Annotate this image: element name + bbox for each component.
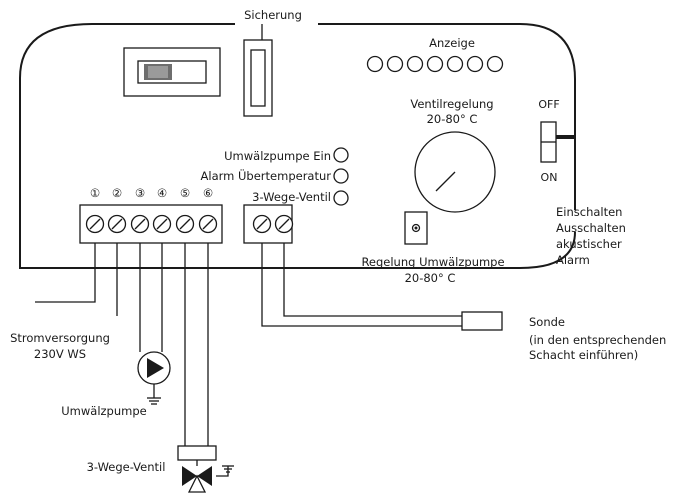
power-switch[interactable]	[540, 121, 576, 163]
pump-control-range: 20-80° C	[405, 271, 456, 285]
terminal-number-4: ④	[157, 186, 167, 200]
probe-terminal-block	[243, 204, 294, 244]
pump-on-led	[333, 147, 349, 163]
valve-control-dial[interactable]	[414, 131, 496, 213]
switch-desc-2: Ausschalten	[556, 221, 626, 235]
fuse-holder	[243, 39, 273, 117]
three-way-valve-symbol	[177, 445, 234, 493]
switch-off-label: OFF	[538, 98, 559, 111]
three-way-valve-led-label: 3-Wege-Ventil	[252, 190, 331, 204]
display-led	[386, 55, 404, 73]
switch-on-label: ON	[541, 171, 558, 184]
terminal-screw	[274, 214, 294, 234]
display-led	[426, 55, 444, 73]
probe-sensor	[461, 311, 503, 331]
fuse-label: Sicherung	[244, 8, 302, 22]
terminal-screw	[107, 214, 127, 234]
valve-control-label: Ventilregelung	[410, 97, 493, 111]
switch-desc-1: Einschalten	[556, 205, 622, 219]
valve-control-range: 20-80° C	[427, 112, 478, 126]
display-label: Anzeige	[429, 36, 475, 50]
pump-symbol	[137, 351, 171, 385]
indicator-window	[123, 47, 221, 97]
terminal-screw	[252, 214, 272, 234]
main-terminal-block	[79, 204, 223, 244]
terminal-screw	[85, 214, 105, 234]
pump-control-label: Regelung Umwälzpumpe	[361, 255, 504, 269]
terminal-number-2: ②	[112, 186, 122, 200]
display-led	[466, 55, 484, 73]
switch-desc-3: akustischer	[556, 237, 622, 251]
display-leds	[366, 55, 504, 73]
probe-note-2: Schacht einführen)	[529, 348, 638, 362]
wiring	[35, 243, 462, 446]
display-led	[446, 55, 464, 73]
terminal-screw	[175, 214, 195, 234]
pump-on-label: Umwälzpumpe Ein	[224, 149, 331, 163]
power-supply-voltage: 230V WS	[34, 347, 86, 361]
control-unit-housing	[19, 23, 576, 269]
probe-note-1: (in den entsprechenden	[529, 333, 666, 347]
terminal-number-3: ③	[135, 186, 145, 200]
switch-desc-4: Alarm	[556, 253, 590, 267]
power-supply-label: Stromversorgung	[10, 331, 110, 345]
alarm-overtemp-label: Alarm Übertemperatur	[201, 167, 332, 183]
terminal-number-1: ①	[90, 186, 100, 200]
display-led	[366, 55, 384, 73]
terminal-numbers: ① ② ③ ④ ⑤ ⑥	[90, 186, 213, 200]
terminal-screw	[152, 214, 172, 234]
terminal-number-5: ⑤	[180, 186, 190, 200]
display-led	[486, 55, 504, 73]
three-way-valve-led	[333, 190, 349, 206]
valve-label: 3-Wege-Ventil	[87, 460, 166, 474]
terminal-number-6: ⑥	[203, 186, 213, 200]
alarm-overtemp-led	[333, 168, 349, 184]
probe-label: Sonde	[529, 315, 565, 329]
terminal-screw	[130, 214, 150, 234]
terminal-screw	[198, 214, 218, 234]
pump-control-knob[interactable]	[404, 211, 428, 245]
pump-label: Umwälzpumpe	[61, 404, 146, 418]
display-led	[406, 55, 424, 73]
